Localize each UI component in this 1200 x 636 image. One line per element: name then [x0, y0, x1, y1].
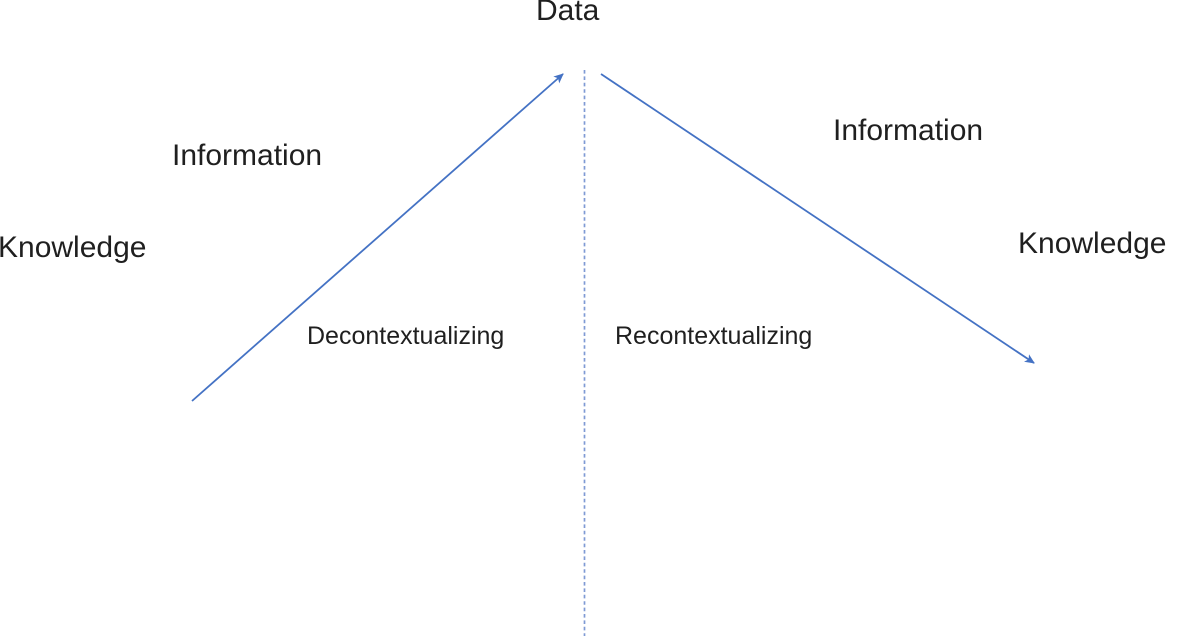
- recontextualizing-label: Recontextualizing: [615, 322, 813, 350]
- right-information-label: Information: [833, 114, 984, 147]
- decontextualizing-label: Decontextualizing: [307, 322, 505, 350]
- right-knowledge-label: Knowledge: [1018, 227, 1167, 260]
- data-label: Data: [536, 0, 600, 27]
- left-knowledge-label: Knowledge: [0, 231, 147, 264]
- right-descending-arrow: [600, 73, 1035, 364]
- left-information-label: Information: [172, 139, 323, 172]
- left-ascending-arrow: [191, 73, 564, 402]
